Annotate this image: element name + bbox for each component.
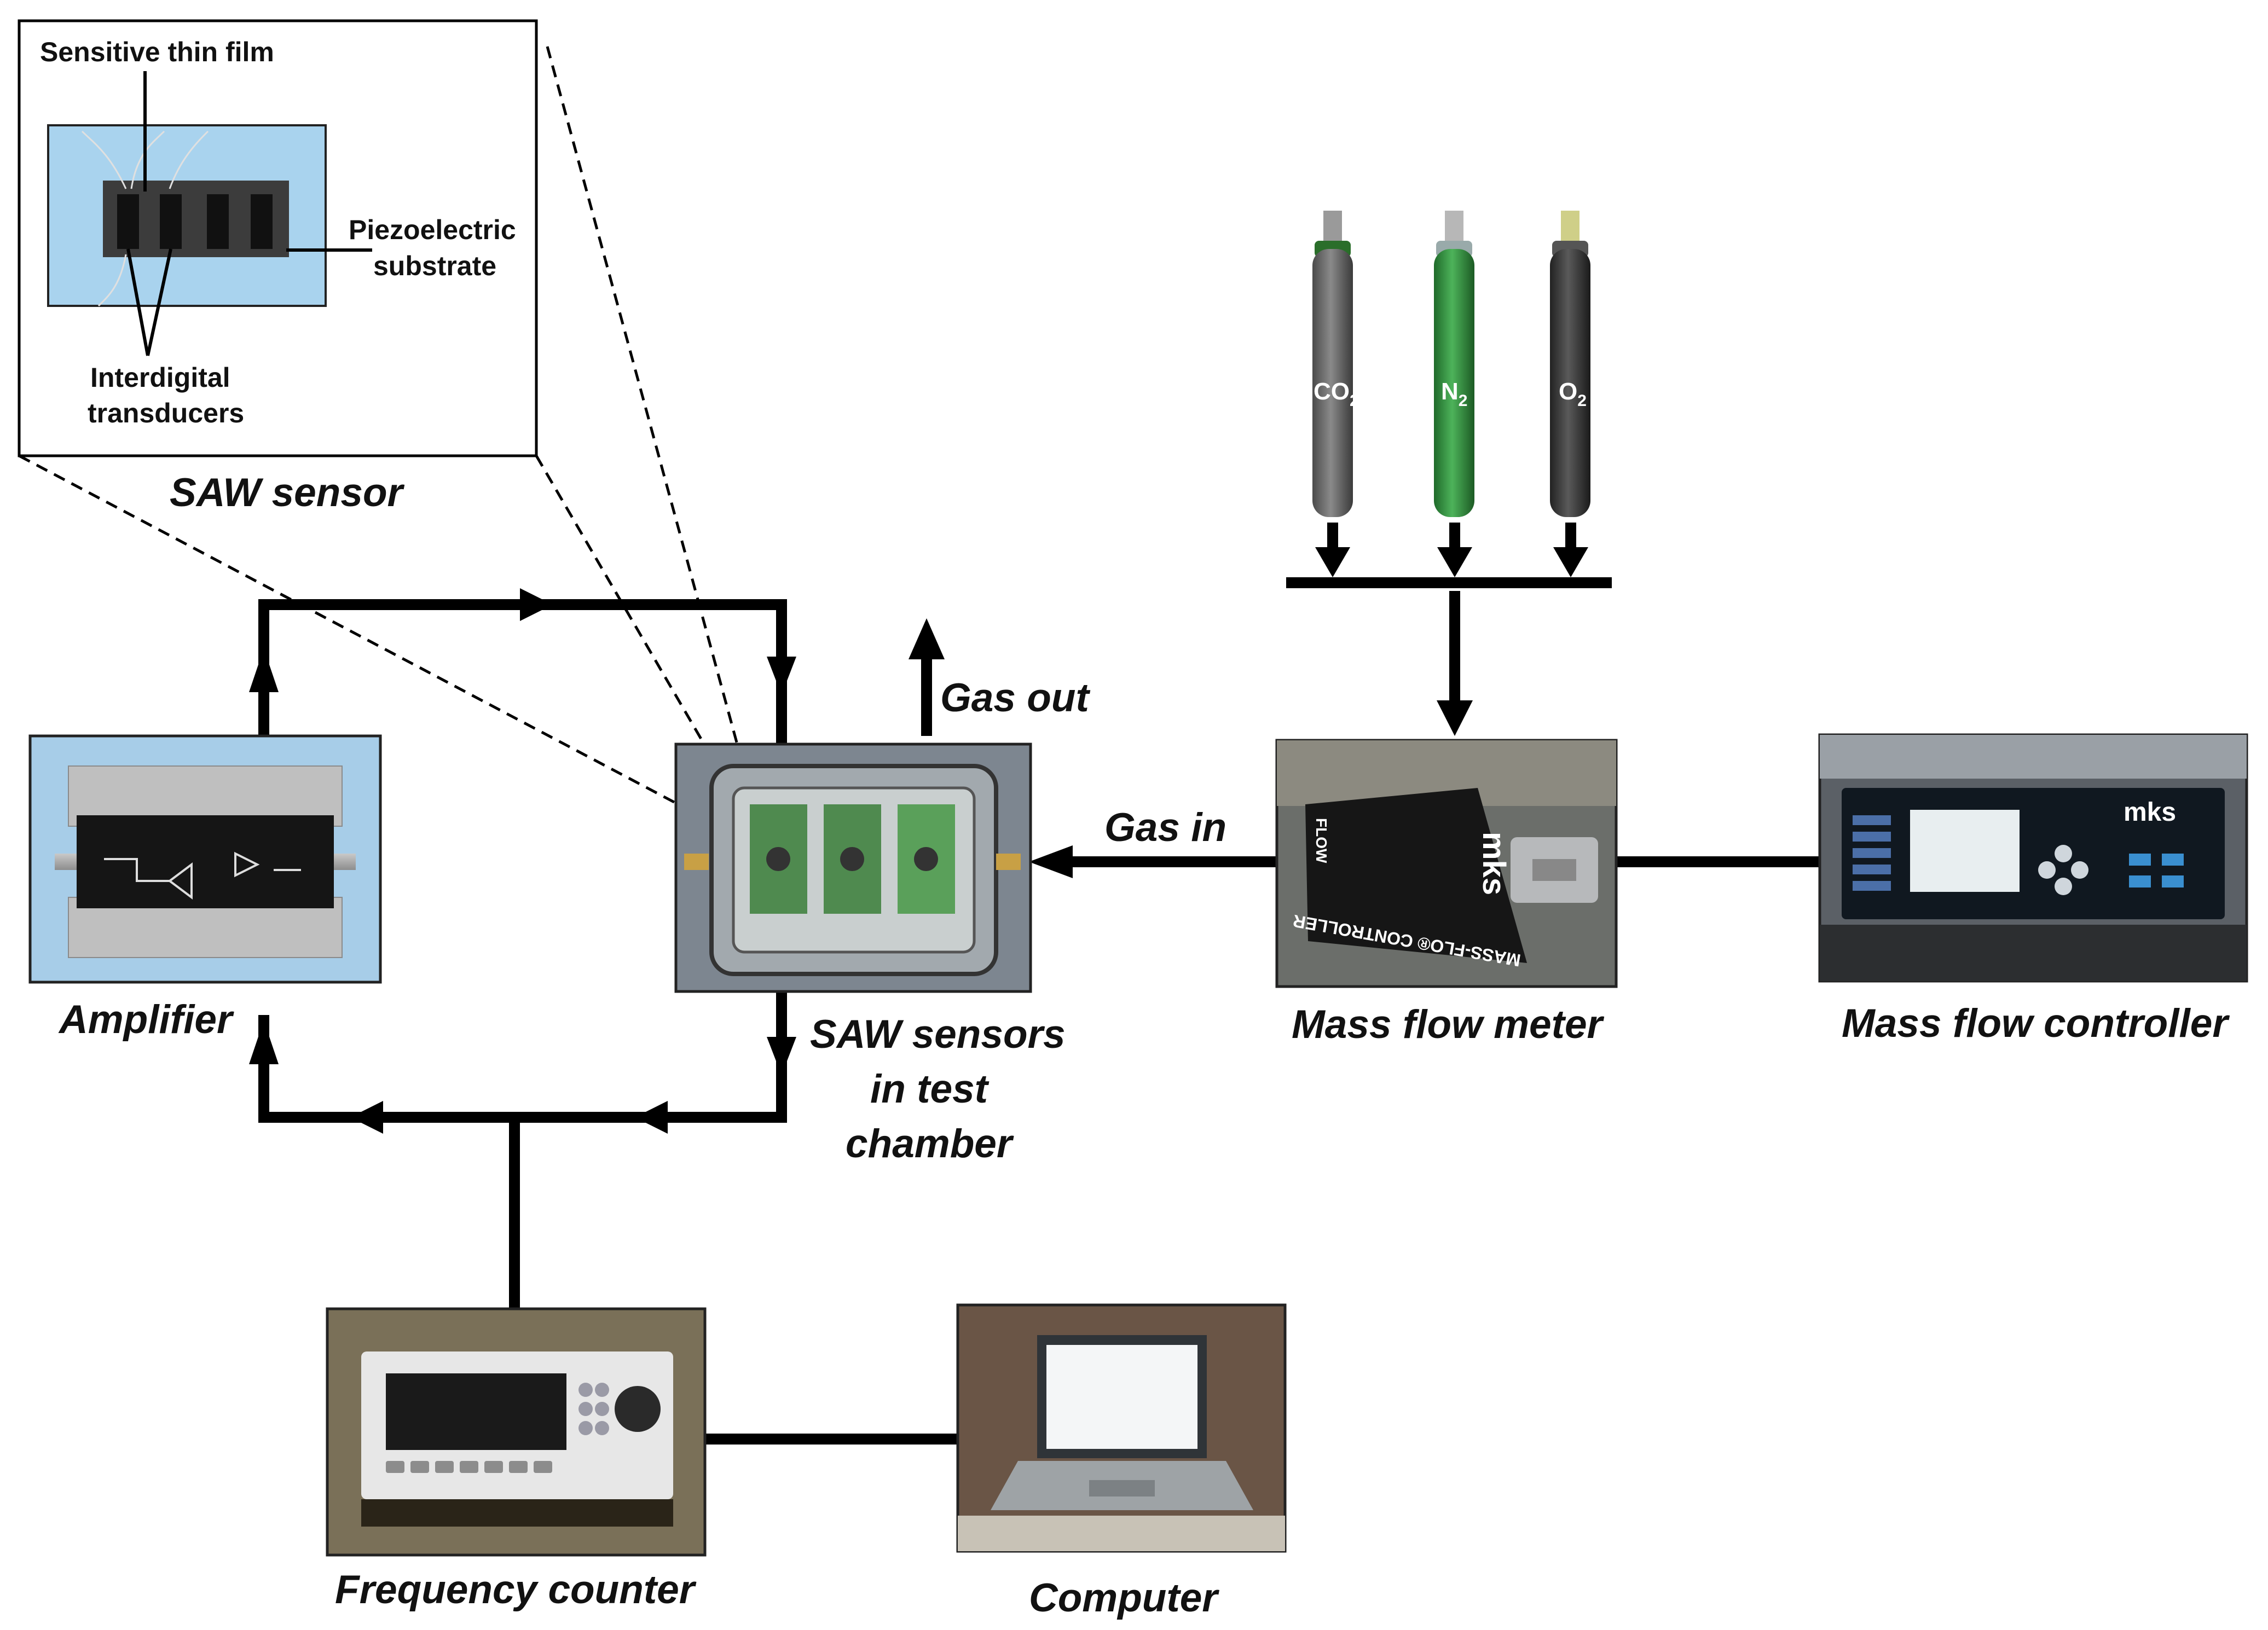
o2-formula: O	[1559, 378, 1577, 405]
manifold-to-mfm-arrow	[1437, 700, 1473, 736]
arrow-up-amplifier	[249, 1020, 279, 1064]
frequency-counter-device	[326, 1307, 707, 1557]
co2-subscript: 2	[1350, 392, 1359, 410]
saw-sensor-inset: Sensitive thin film Piezoelectric substr…	[18, 19, 538, 515]
arrow-down-bottom	[767, 1037, 796, 1075]
mfc-flow-text: FLOW	[1313, 818, 1330, 863]
n2-subscript: 2	[1459, 392, 1468, 410]
controller-brand: mks	[2124, 798, 2176, 827]
n2-arrow	[1437, 547, 1472, 577]
gas-arrowheads	[909, 547, 1588, 878]
mfc-brand: mks	[1476, 832, 1512, 895]
svg-text:N2: N2	[1441, 378, 1467, 410]
piezo-label-line1: Piezoelectric	[349, 214, 516, 245]
gas-cylinders: CO2 N2 O2	[1312, 211, 1590, 517]
co2-arrow	[1315, 547, 1350, 577]
arrow-right-top	[520, 588, 553, 621]
amplifier-caption: Amplifier	[58, 997, 234, 1042]
gas-lines	[921, 523, 1820, 867]
co2-cylinder: CO2	[1312, 211, 1359, 517]
computer-caption: Computer	[1029, 1576, 1219, 1620]
svg-text:O2: O2	[1559, 378, 1587, 410]
idt-3	[207, 194, 229, 249]
frequency-counter-caption: Frequency counter	[335, 1568, 697, 1612]
svg-text:CO2: CO2	[1314, 378, 1359, 410]
gas-in-arrow	[1029, 845, 1073, 878]
chamber-caption-line3: chamber	[846, 1122, 1014, 1166]
o2-subscript: 2	[1577, 392, 1587, 410]
sensitive-film-label: Sensitive thin film	[40, 37, 274, 67]
idt-pointer-1	[126, 248, 149, 356]
counter-display	[386, 1373, 566, 1450]
n2-formula: N	[1441, 378, 1459, 405]
idt-2	[160, 194, 182, 249]
gas-out-arrow	[909, 618, 945, 659]
mass-flow-meter-caption: Mass flow meter	[1292, 1002, 1605, 1047]
mass-flow-meter-device: mks MASS-FLO® CONTROLLER FLOW	[1275, 739, 1618, 988]
controller-screen	[1910, 810, 2020, 892]
gas-in-label: Gas in	[1104, 805, 1226, 850]
arrow-left-bottom-1	[635, 1101, 668, 1134]
mfc-body	[1305, 788, 1527, 963]
idt-1	[117, 194, 139, 249]
gas-manifold	[1286, 577, 1612, 588]
n2-cylinder: N2	[1434, 211, 1474, 517]
mass-flow-controller-device: mks	[1818, 733, 2248, 983]
arrow-left-bottom-2	[350, 1101, 383, 1134]
o2-arrow	[1553, 547, 1588, 577]
idt-label-line2: transducers	[88, 398, 244, 428]
co2-formula: CO	[1314, 378, 1350, 405]
arrow-up-to-top	[249, 648, 279, 692]
amplifier-body	[77, 815, 334, 908]
computer-device	[956, 1303, 1287, 1553]
idt-label-line1: Interdigital	[90, 362, 230, 393]
idt-4	[251, 194, 273, 249]
amplifier-device	[28, 734, 382, 984]
chamber-caption-line2: in test	[870, 1067, 990, 1111]
loop-arrowheads	[249, 588, 796, 1134]
o2-cylinder: O2	[1550, 211, 1590, 517]
gas-out-label: Gas out	[940, 676, 1090, 720]
saw-sensor-caption: SAW sensor	[170, 471, 405, 515]
piezo-label-line2: substrate	[373, 251, 496, 281]
mass-flow-controller-caption: Mass flow controller	[1842, 1001, 2230, 1046]
arrow-down-chamber	[767, 657, 796, 695]
laptop-screen	[1046, 1345, 1197, 1449]
idt-pointer-2	[146, 248, 172, 356]
chamber-caption-line1: SAW sensors	[810, 1012, 1066, 1057]
test-chamber-device	[674, 743, 1032, 993]
